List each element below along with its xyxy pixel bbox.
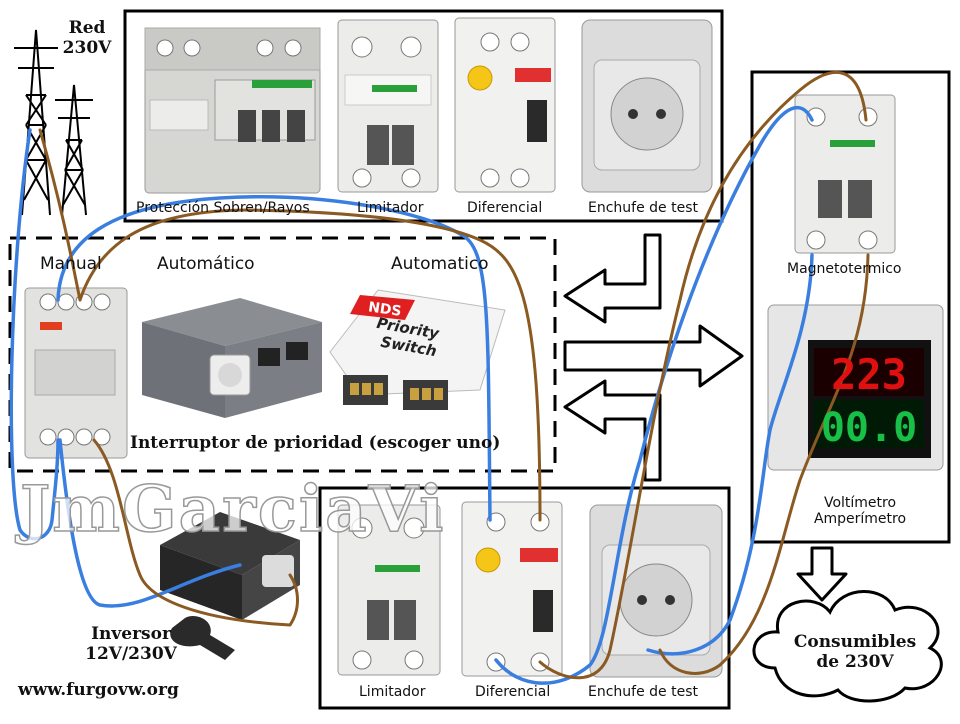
arrow-to-bottom-group	[563, 379, 662, 482]
differential-device-top	[454, 17, 556, 193]
surge-protector-device	[144, 27, 321, 194]
label-differential-top: Diferencial	[467, 200, 543, 216]
network-label: Red	[68, 18, 106, 38]
test-socket-device-bottom	[589, 504, 723, 678]
top-device-box	[123, 9, 724, 223]
bottom-device-box	[318, 486, 731, 710]
differential-device-bottom	[461, 501, 563, 677]
label-limiter-bottom: Limitador	[359, 684, 426, 700]
label-manual: Manual	[40, 254, 102, 274]
label-volt-amp-meter: Voltímetro Amperímetro	[790, 495, 930, 527]
label-magnetothermic: Magnetotermico	[787, 261, 902, 277]
meter-volts-display: 223	[831, 350, 907, 399]
priority-switch-box	[8, 236, 557, 473]
label-differential-bottom: Diferencial	[475, 684, 551, 700]
meter-amps-display: 00.0	[821, 405, 917, 451]
network-title: Red 230V	[58, 18, 116, 58]
meter-line-2: Amperímetro	[813, 511, 907, 527]
automatic-transfer-unit	[142, 298, 322, 418]
consumers-line-2: de 230V	[816, 652, 894, 672]
consumers-cloud	[752, 590, 943, 703]
arrow-to-right-group	[563, 324, 744, 388]
label-limiter-top: Limitador	[357, 200, 424, 216]
inverter-label: Inversor 12V/230V	[66, 624, 196, 664]
label-automatic-1: Automático	[157, 254, 255, 274]
arrow-to-top-group	[563, 233, 662, 324]
nds-priority-switch	[329, 289, 506, 410]
inverter-voltage: 12V/230V	[85, 644, 177, 664]
label-test-socket-top: Enchufe de test	[588, 200, 698, 216]
nds-brand-text: NDS	[367, 299, 402, 319]
consumers-label: Consumibles de 230V	[780, 632, 930, 672]
network-voltage: 230V	[62, 38, 112, 58]
magnetothermic-breaker	[794, 94, 896, 254]
neutral-wire-blue	[9, 106, 814, 685]
right-device-box	[750, 70, 951, 544]
manual-switch-device	[24, 287, 128, 459]
power-pylon-icon	[14, 29, 93, 216]
priority-switch-title: Interruptor de prioridad (escoger uno)	[130, 433, 501, 453]
website-link[interactable]: www.furgovw.org	[18, 680, 179, 700]
consumers-line-1: Consumibles	[793, 632, 917, 652]
limiter-device-top	[337, 19, 439, 193]
label-automatic-2: Automatico	[391, 254, 489, 274]
meter-line-1: Voltímetro	[823, 495, 897, 511]
inverter-device	[160, 512, 300, 660]
arrow-to-consumers	[796, 546, 848, 602]
volt-amp-meter	[767, 304, 944, 471]
label-surge-protection: Protección Sobren/Rayos	[136, 200, 310, 216]
phase-wire-brown	[38, 70, 870, 680]
watermark-text: JmGarciaVi	[19, 471, 446, 548]
test-socket-device-top	[581, 19, 713, 193]
inverter-title: Inversor	[91, 624, 171, 644]
label-test-socket-bottom: Enchufe de test	[588, 684, 698, 700]
limiter-device-bottom	[337, 504, 441, 676]
